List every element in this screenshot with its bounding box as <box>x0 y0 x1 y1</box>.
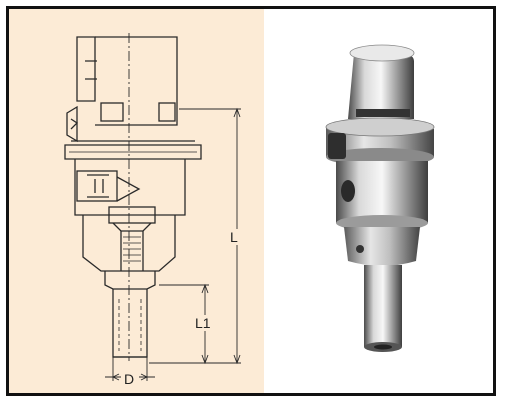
dimension-L-label: L <box>230 229 238 245</box>
dimension-L1-label: L1 <box>195 315 211 331</box>
dimension-D-label: D <box>124 371 134 387</box>
technical-drawing: L L1 D <box>64 33 243 387</box>
product-photo-panel <box>264 9 493 393</box>
figure-frame: L L1 D <box>6 6 496 396</box>
toolholder-photo <box>325 44 435 352</box>
technical-drawing-panel: L L1 D <box>9 9 264 393</box>
